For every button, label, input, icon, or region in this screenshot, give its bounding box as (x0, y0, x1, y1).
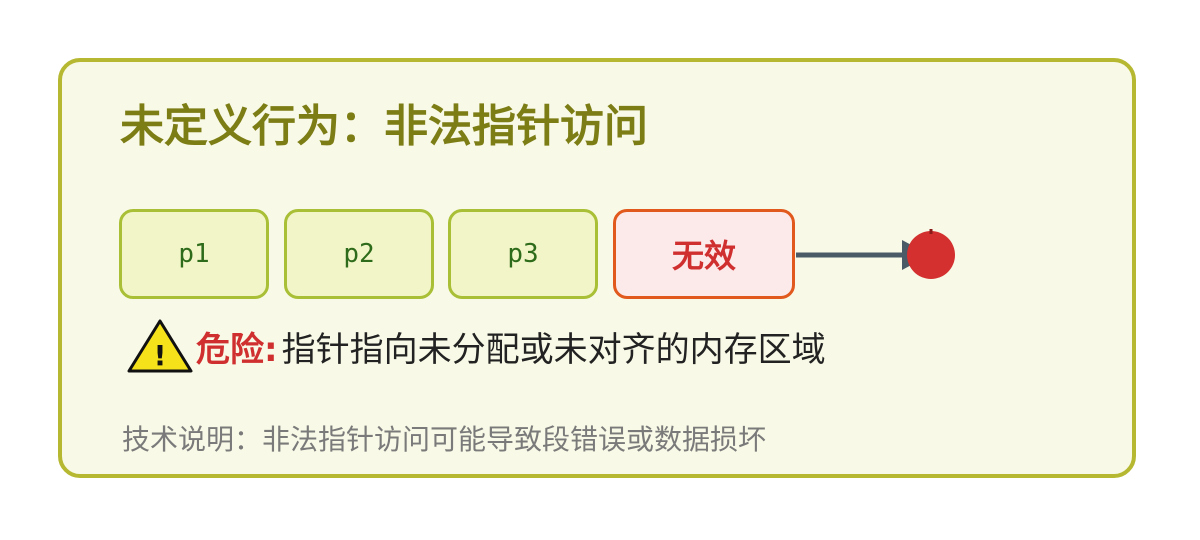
invalid-address-dot (907, 231, 955, 279)
svg-text:!: ! (154, 339, 167, 372)
warning-label: 危险: (196, 329, 278, 370)
pointer-box-p1: p1 (119, 209, 269, 299)
diagram-title: 未定义行为：非法指针访问 (120, 101, 648, 152)
invalid-pointer-box: 无效 (613, 209, 795, 299)
warning-text: 指针指向未分配或未对齐的内存区域 (281, 329, 826, 370)
warning-triangle-icon: ! (127, 319, 193, 373)
invalid-pointer-arrow (796, 229, 955, 279)
warning-row: ! 危险: 指针指向未分配或未对齐的内存区域 (126, 318, 826, 374)
pointer-box-p3: p3 (448, 209, 598, 299)
pointer-box-p2: p2 (284, 209, 434, 299)
technical-note: 技术说明：非法指针访问可能导致段错误或数据损坏 (122, 423, 767, 456)
